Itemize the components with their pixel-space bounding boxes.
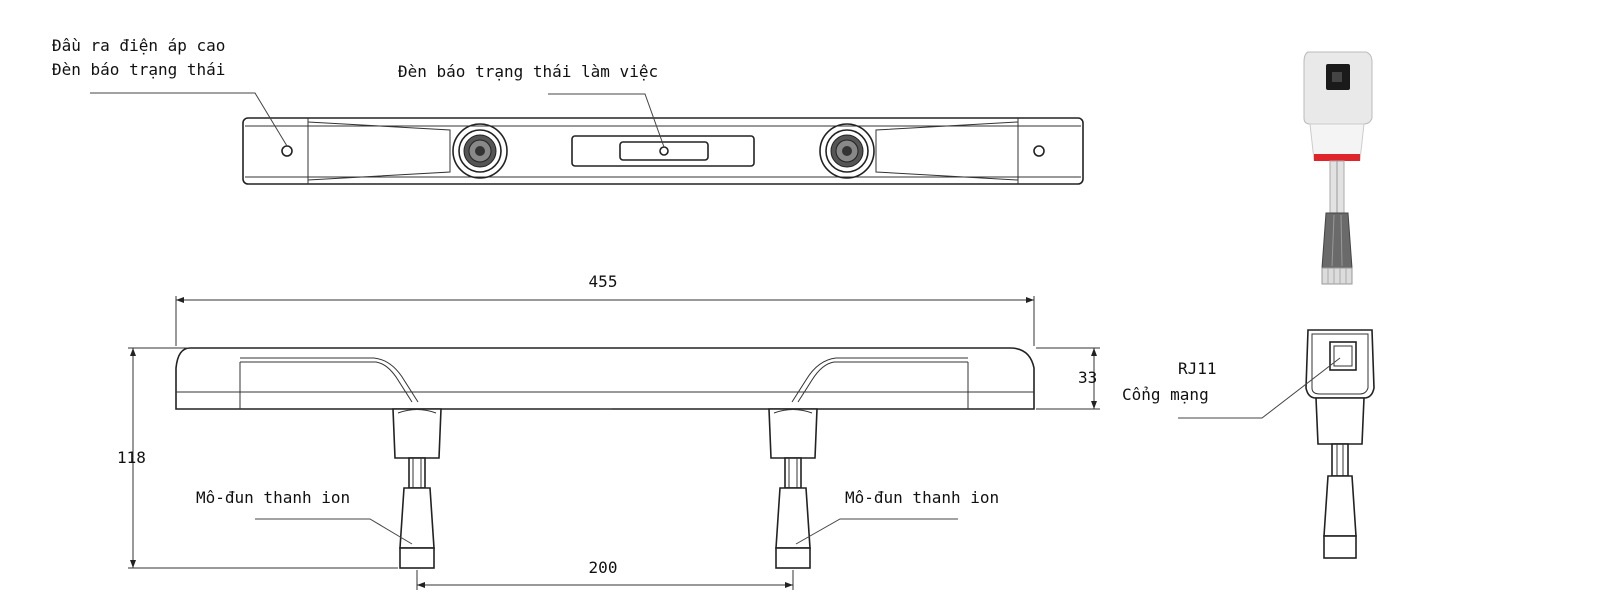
label-work-status-light: Đèn báo trạng thái làm việc bbox=[398, 62, 658, 81]
right-ion-module bbox=[768, 408, 818, 569]
side-render bbox=[1303, 51, 1373, 285]
left-ion-module bbox=[392, 408, 442, 569]
right-hole bbox=[1033, 145, 1045, 157]
top-view bbox=[242, 117, 1084, 185]
dimension-height-total: 118 bbox=[117, 347, 398, 569]
side-drawing bbox=[1305, 329, 1375, 559]
dimension-module-spacing: 200 bbox=[416, 558, 794, 590]
right-connector bbox=[819, 123, 875, 179]
top-view-outline bbox=[242, 117, 1084, 185]
front-view-bar bbox=[175, 347, 1035, 410]
dimension-bar-height: 33 bbox=[1036, 347, 1100, 410]
dim-height-total-text: 118 bbox=[117, 448, 146, 467]
label-ion-module-right: Mô-đun thanh ion bbox=[845, 488, 999, 507]
label-ion-module-left: Mô-đun thanh ion bbox=[196, 488, 350, 507]
front-view bbox=[175, 347, 1035, 569]
label-rj11: RJ11 bbox=[1178, 359, 1217, 378]
center-window bbox=[571, 135, 755, 167]
dim-bar-height-text: 33 bbox=[1078, 368, 1097, 387]
dim-spacing-text: 200 bbox=[589, 558, 618, 577]
accent-band bbox=[1314, 154, 1360, 161]
label-status-light: Đèn báo trạng thái bbox=[52, 60, 225, 79]
rj11-port bbox=[1329, 341, 1357, 371]
label-network-port: Cổng mạng bbox=[1122, 385, 1209, 404]
dimension-length: 455 bbox=[175, 272, 1035, 346]
label-hv-output: Đầu ra điện áp cao bbox=[52, 36, 225, 55]
dim-length-text: 455 bbox=[589, 272, 618, 291]
left-connector bbox=[452, 123, 508, 179]
